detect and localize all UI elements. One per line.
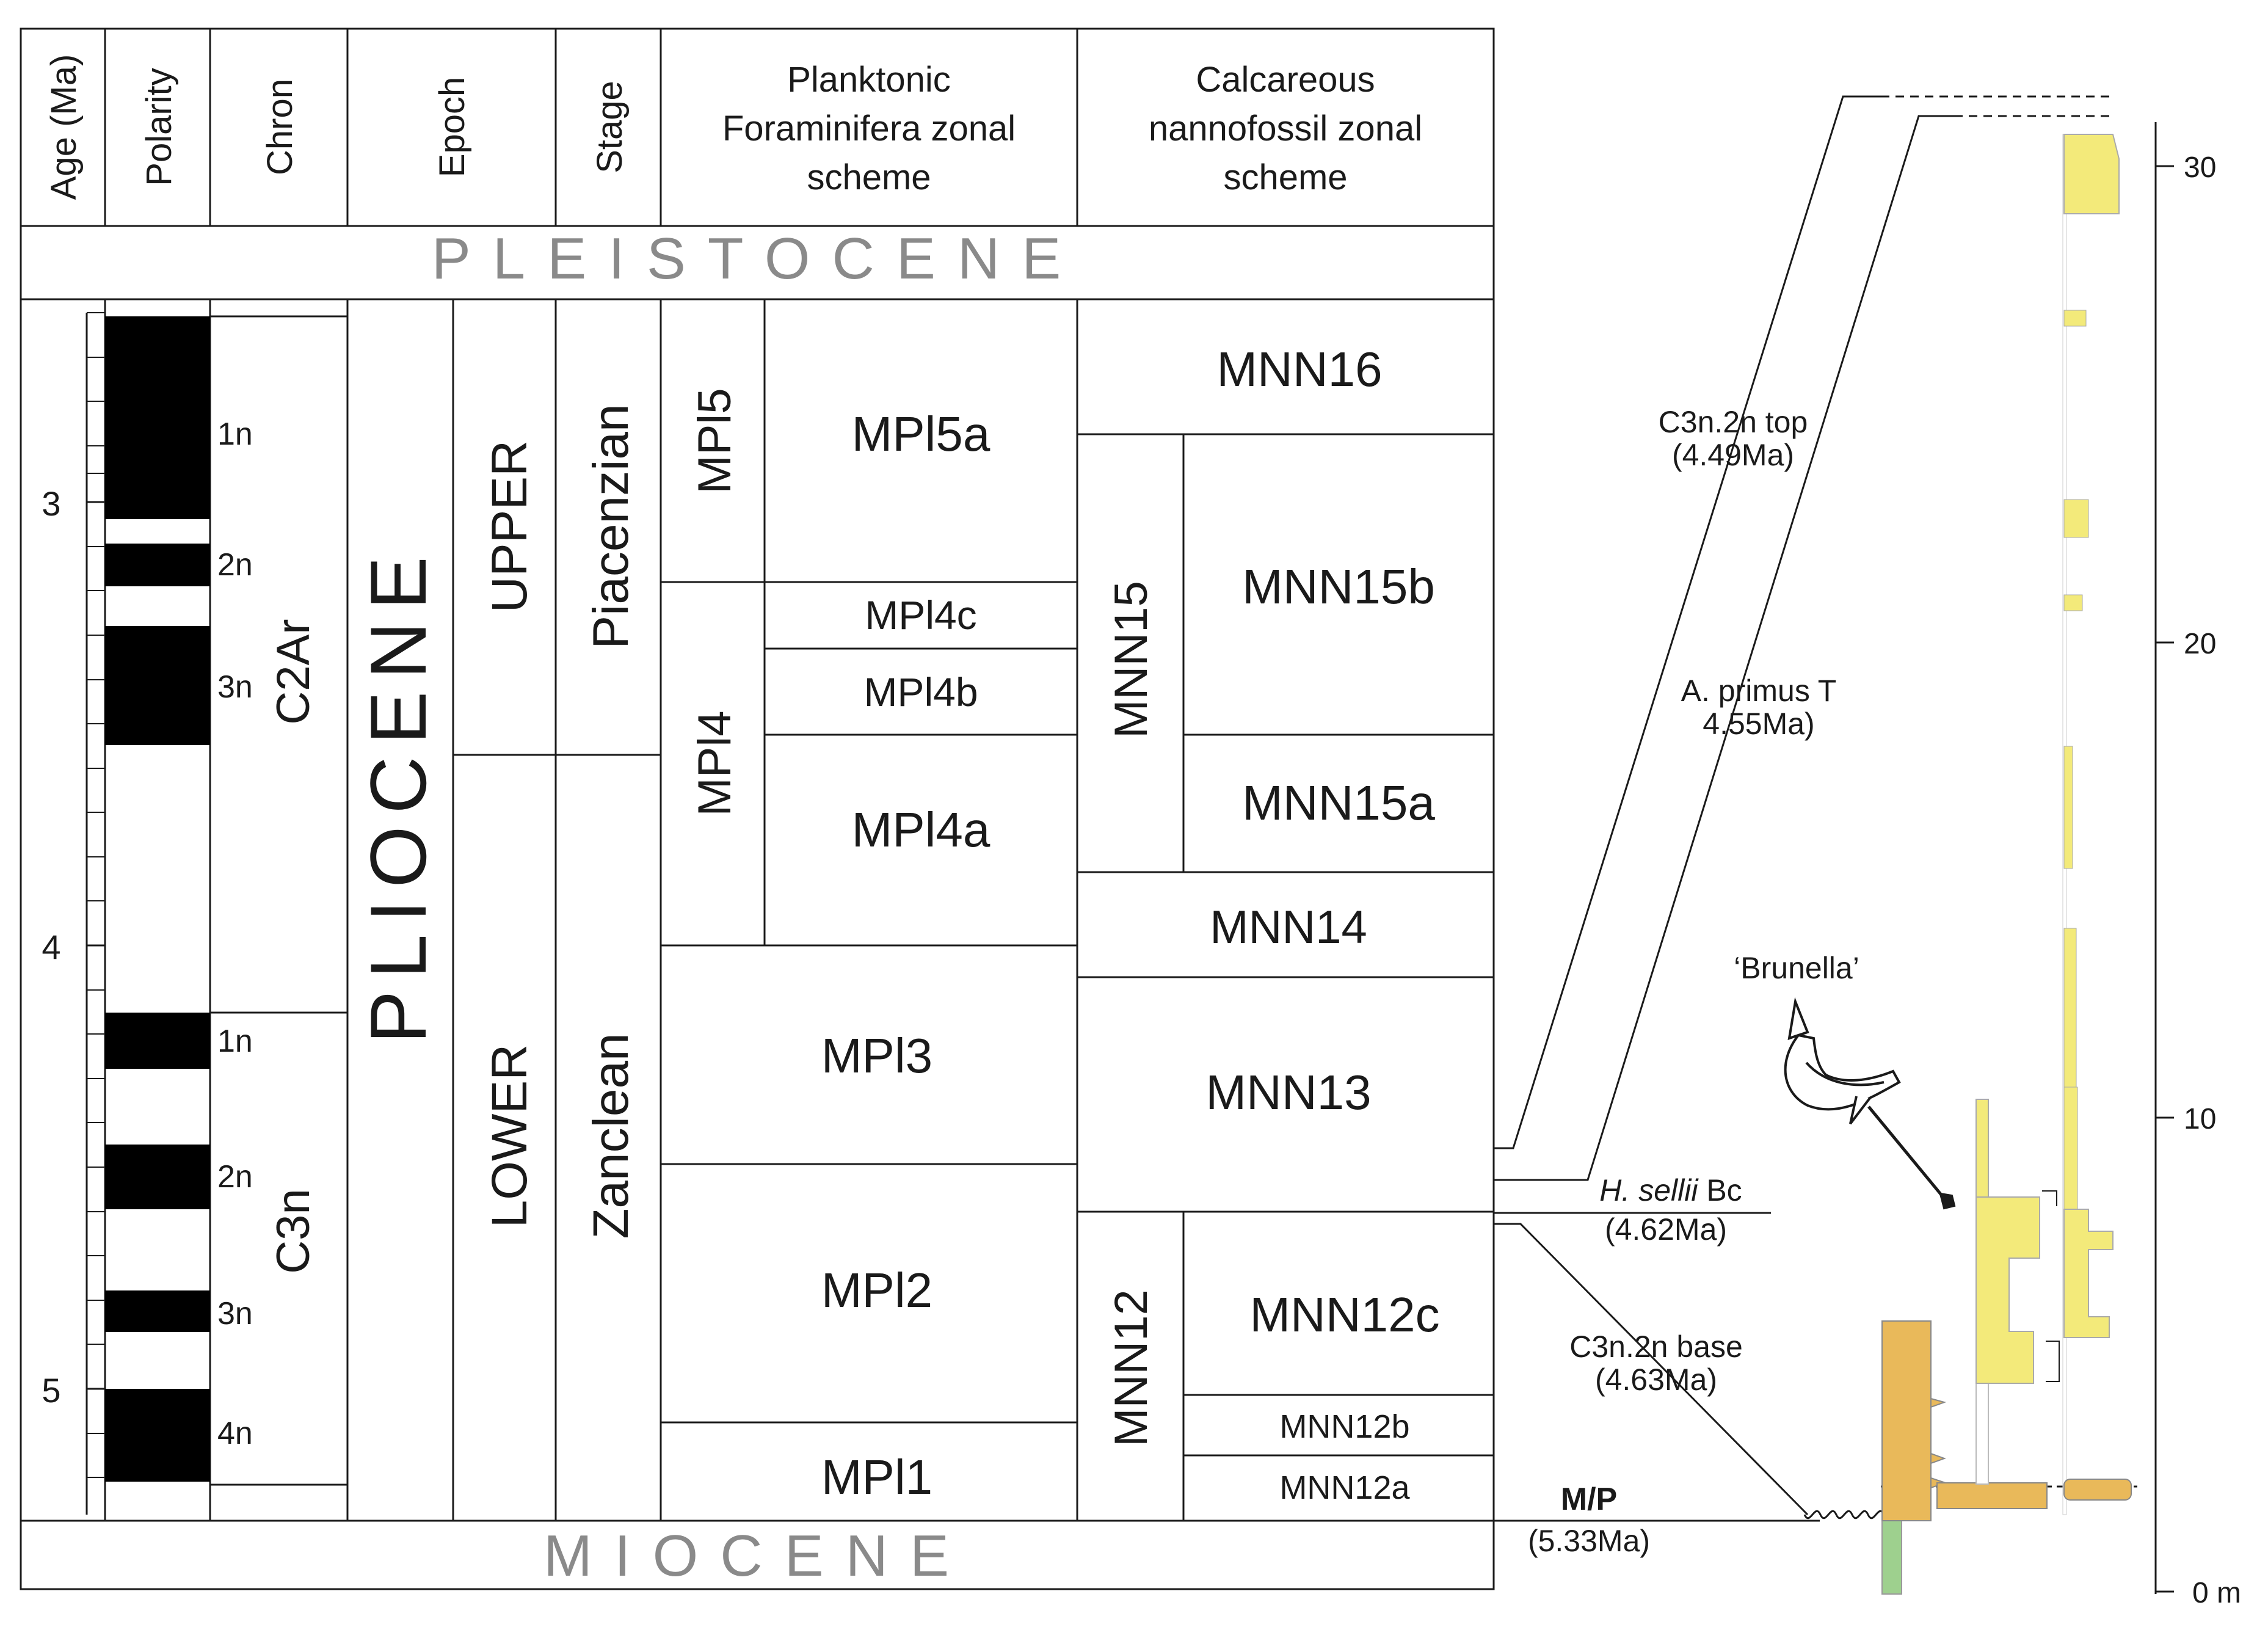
line-c3n2n-top — [1494, 95, 1881, 1149]
polarity-normal-c3n-4n — [105, 1389, 210, 1482]
scale-tick-10: 10 — [2184, 1103, 2216, 1135]
stage-zanclean: Zanclean — [583, 1033, 639, 1239]
label-h-sellii-name: H. sellii — [1599, 1173, 1699, 1207]
age-axis — [85, 313, 105, 1515]
polarity-column — [105, 316, 210, 1482]
log-3-base-sand — [2063, 1479, 2132, 1501]
foram-zone-mpl4a: MPl4a — [852, 803, 990, 857]
log-1-sand-body — [1881, 1320, 1932, 1521]
header-polarity: Polarity — [139, 68, 179, 186]
scale-tick-30: 30 — [2184, 151, 2216, 184]
label-h-sellii: H. sellii Bc — [1599, 1173, 1742, 1207]
subepoch-lower: LOWER — [482, 1044, 537, 1228]
label-a-primus-line2: 4.55Ma) — [1703, 707, 1814, 741]
header-stage: Stage — [590, 81, 630, 173]
line-c3n2n-base — [1494, 1223, 1809, 1516]
label-c3n2n-base-line2: (4.63Ma) — [1595, 1363, 1717, 1397]
foram-group-mpl4: MPl4 — [689, 710, 741, 816]
header-nanno-line3: scheme — [1223, 158, 1347, 197]
subchron-c3n-2n: 2n — [217, 1159, 253, 1195]
age-tick-5: 5 — [42, 1371, 60, 1410]
nanno-zone-mnn12a: MNN12a — [1279, 1469, 1410, 1506]
band-miocene: MIOCENE — [543, 1523, 971, 1589]
nanno-zone-mnn12b: MNN12b — [1279, 1408, 1409, 1445]
log-3-top-sand — [2063, 134, 2120, 214]
polarity-normal-c3n-1n — [105, 1013, 210, 1069]
chron-c2ar: C2Ar — [267, 619, 319, 724]
nanno-zone-mnn15a: MNN15a — [1242, 776, 1435, 830]
polarity-normal-c3n-2n — [105, 1145, 210, 1209]
subchron-c2ar-3n: 3n — [217, 669, 253, 705]
nanno-zone-mnn12c: MNN12c — [1249, 1287, 1439, 1342]
label-m-p-age: (5.33Ma) — [1528, 1524, 1650, 1558]
correlation-lines — [1494, 95, 2137, 1522]
subepoch-upper: UPPER — [482, 440, 537, 613]
header-epoch: Epoch — [432, 77, 472, 177]
foram-zone-mpl2: MPl2 — [821, 1263, 932, 1317]
nanno-zone-mnn13: MNN13 — [1205, 1065, 1371, 1119]
foram-zone-mpl4c: MPl4c — [865, 592, 976, 638]
chron-c3n: C3n — [267, 1188, 319, 1273]
stage-piacenzian: Piacenzian — [583, 404, 639, 649]
log-1 — [1881, 1320, 1948, 1595]
header-foram-line3: scheme — [807, 158, 931, 197]
polarity-normal-c2ar-1n — [105, 316, 210, 519]
label-a-primus-line1: A. primus T — [1681, 674, 1837, 708]
nanno-group-mnn12: MNN12 — [1105, 1289, 1157, 1447]
line-a-primus — [1494, 115, 1954, 1181]
label-c3n2n-top-line1: C3n.2n top — [1659, 405, 1808, 439]
polarity-normal-c2ar-3n — [105, 626, 210, 745]
nanno-zone-mnn14: MNN14 — [1210, 901, 1367, 953]
subchron-c3n-3n: 3n — [217, 1296, 253, 1331]
label-c3n2n-top-line2: (4.49Ma) — [1672, 438, 1794, 472]
header-age: Age (Ma) — [44, 54, 84, 200]
age-tick-4: 4 — [42, 928, 60, 966]
scale-tick-0: 0 m — [2192, 1577, 2241, 1609]
foram-zone-mpl5a: MPl5a — [852, 407, 990, 461]
label-h-sellii-suffix: Bc — [1698, 1173, 1742, 1207]
header-foram-line2: Foraminifera zonal — [722, 109, 1016, 148]
log-2-sand-bed — [1936, 1482, 2048, 1509]
polarity-normal-c3n-3n — [105, 1290, 210, 1332]
height-scale — [2154, 122, 2174, 1594]
foram-zone-mpl1: MPl1 — [821, 1450, 932, 1504]
log-3 — [2062, 134, 2132, 1515]
table-border — [20, 27, 1495, 1590]
header-foram-line1: Planktonic — [787, 60, 951, 100]
scale-tick-20: 20 — [2184, 628, 2216, 660]
epoch-pliocene: PLIOCENE — [354, 544, 443, 1043]
age-tick-3: 3 — [42, 484, 60, 523]
age-minor-ticks — [87, 312, 105, 1478]
nanno-group-mnn15: MNN15 — [1105, 581, 1157, 738]
specimen-label: ‘Brunella’ — [1734, 951, 1859, 985]
label-h-sellii-age: (4.62Ma) — [1605, 1212, 1727, 1247]
header-nanno-line2: nannofossil zonal — [1149, 109, 1422, 148]
header-chron: Chron — [260, 79, 300, 175]
subchron-c3n-1n: 1n — [217, 1024, 253, 1059]
subchron-c3n-4n: 4n — [217, 1416, 253, 1451]
whale-icon — [1784, 997, 1956, 1210]
foram-zone-mpl4b: MPl4b — [863, 669, 978, 715]
log-2 — [1936, 1099, 2060, 1509]
band-pleistocene: PLEISTOCENE — [432, 226, 1083, 291]
polarity-normal-c2ar-2n — [105, 544, 210, 586]
foram-group-mpl5: MPl5 — [689, 388, 741, 493]
nanno-zone-mnn16: MNN16 — [1216, 342, 1382, 396]
log-3-lower-sand — [2063, 1209, 2114, 1338]
log-2-sand-profile — [1975, 1196, 2040, 1384]
label-c3n2n-base-line1: C3n.2n base — [1569, 1330, 1743, 1364]
foram-zone-mpl3: MPl3 — [821, 1028, 932, 1083]
nanno-zone-mnn15b: MNN15b — [1242, 559, 1435, 614]
subchron-c2ar-1n: 1n — [217, 417, 253, 452]
header-nanno-line1: Calcareous — [1196, 60, 1375, 100]
subchron-c2ar-2n: 2n — [217, 547, 253, 583]
log-1-green-base — [1881, 1520, 1902, 1595]
label-m-p: M/P — [1561, 1482, 1617, 1517]
